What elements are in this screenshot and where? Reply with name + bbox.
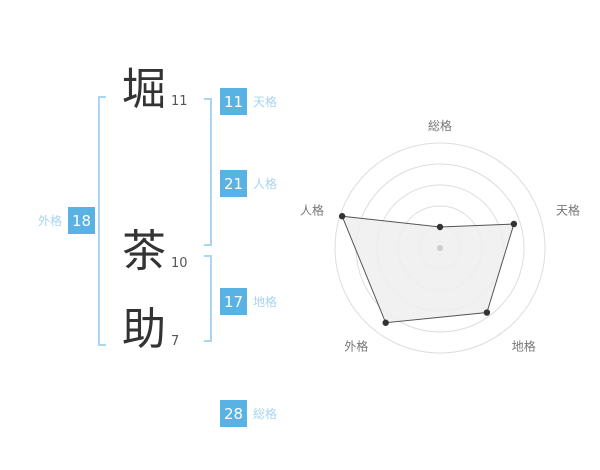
stroke-count: 10 xyxy=(171,256,188,271)
radar-axis-label: 天格 xyxy=(556,202,580,217)
jinkaku-badge: 21 xyxy=(220,170,247,197)
name-char-row-1: 堀 11 xyxy=(122,68,188,112)
name-char: 堀 xyxy=(122,64,166,115)
soukaku-group: 28 総格 xyxy=(220,400,277,427)
jinkaku-label: 人格 xyxy=(253,177,278,191)
radar-data-point xyxy=(483,309,491,316)
name-char-row-3: 助 7 xyxy=(122,308,179,352)
name-char: 助 xyxy=(122,304,166,355)
chikaku-badge: 17 xyxy=(220,288,247,315)
chikaku-label: 地格 xyxy=(253,295,278,309)
stroke-count: 7 xyxy=(171,334,180,349)
radar-data-point xyxy=(510,220,518,228)
tenkaku-label: 天格 xyxy=(253,95,278,109)
radar-axis-label: 外格 xyxy=(344,339,368,354)
name-char: 茶 xyxy=(122,226,166,277)
radar-data-point xyxy=(382,319,389,326)
radar-axis-label: 地格 xyxy=(512,339,536,354)
chikaku-bracket xyxy=(204,255,212,342)
radar-axis-label: 総格 xyxy=(428,118,452,133)
gaikaku-label: 外格 xyxy=(38,214,63,228)
stroke-count: 11 xyxy=(171,94,188,109)
gaikaku-group: 外格 18 xyxy=(38,207,96,234)
jinkaku-bracket xyxy=(204,98,212,246)
radar-axis-label: 人格 xyxy=(300,202,324,217)
soukaku-label: 総格 xyxy=(253,407,278,421)
radar-center-dot xyxy=(437,245,443,251)
name-char-row-2: 茶 10 xyxy=(122,230,188,274)
radar-data-point xyxy=(436,223,444,231)
jinkaku-group: 21 人格 xyxy=(220,170,277,197)
radar-data-point xyxy=(338,213,346,220)
gaikaku-badge: 18 xyxy=(68,207,96,234)
gaikaku-bracket xyxy=(98,96,106,346)
soukaku-badge: 28 xyxy=(220,400,247,427)
radar-grid-ring xyxy=(334,142,546,354)
tenkaku-group: 11 天格 xyxy=(220,88,277,115)
chikaku-group: 17 地格 xyxy=(220,288,277,315)
tenkaku-badge: 11 xyxy=(220,88,247,115)
radar-polygon xyxy=(341,215,515,324)
